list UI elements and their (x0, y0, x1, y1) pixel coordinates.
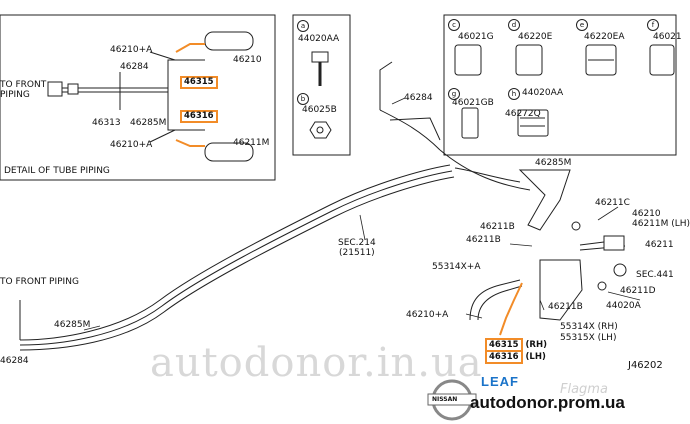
callout-circle-g: g (448, 88, 460, 100)
detail-label-46211m: 46211M (233, 138, 270, 148)
nissan-logo: NISSAN (432, 396, 458, 403)
part-46021gb: 46021GB (452, 98, 494, 108)
brand-url: autodonor.prom.ua (470, 393, 625, 412)
highlight-46316-lh: 46316 (LH) (485, 350, 546, 364)
callout-circle-c: c (448, 19, 460, 31)
label-46285m-right: 46285M (535, 158, 572, 168)
label-55314x-rh: 55314X (RH) (560, 322, 618, 332)
detail-highlight-46316: 46316 (180, 110, 218, 123)
diagram-code: J46202 (628, 360, 663, 371)
label-46210: 46210 (632, 209, 661, 219)
callout-circle-e: e (576, 19, 588, 31)
label-55314xa: 55314X+A (432, 262, 481, 272)
detail-label-46313: 46313 (92, 118, 121, 128)
label-46284-left: 46284 (0, 356, 29, 366)
label-46211b-2: 46211B (466, 235, 501, 245)
leaf-logo: LEAF (481, 374, 519, 389)
label-46284-top: 46284 (404, 93, 433, 103)
highlight-46316-box: 46316 (485, 350, 523, 364)
label-46211c: 46211C (595, 198, 630, 208)
part-44020aa-box2: 44020AA (522, 88, 564, 98)
parts-diagram: autodonor.in.ua Flagma (0, 14, 690, 421)
detail-caption: DETAIL OF TUBE PIPING (4, 166, 110, 176)
label-46211b-1: 46211B (480, 222, 515, 232)
watermark: autodonor.in.ua (150, 340, 483, 386)
detail-to-front-piping-label: TO FRONT PIPING (0, 80, 47, 100)
label-46210a: 46210+A (406, 310, 449, 320)
detail-label-46285m: 46285M (130, 118, 167, 128)
label-46211b-3: 46211B (548, 302, 583, 312)
callout-circle-f: f (647, 19, 659, 31)
part-46272q: 46272Q (505, 109, 541, 119)
label-46211m-lh: 46211M (LH) (632, 219, 690, 229)
label-46211: 46211 (645, 240, 674, 250)
callout-circle-d: d (508, 19, 520, 31)
part-46025b: 46025B (302, 105, 337, 115)
detail-label-46284: 46284 (120, 62, 149, 72)
callout-circle-h: h (508, 88, 520, 100)
label-46285m-left: 46285M (54, 320, 91, 330)
highlight-46315-suffix: (RH) (525, 340, 547, 350)
detail-label-46210a-bottom: 46210+A (110, 140, 153, 150)
part-46021g: 46021G (458, 32, 494, 42)
callout-circle-a: a (297, 20, 309, 32)
label-55315x-lh: 55315X (LH) (560, 333, 617, 343)
detail-label-46210a-top: 46210+A (110, 45, 153, 55)
highlight-46316-suffix: (LH) (525, 352, 546, 362)
detail-highlight-46315: 46315 (180, 76, 218, 89)
label-sec441: SEC.441 (636, 270, 674, 280)
label-sec214: SEC.214 (21511) (338, 238, 376, 258)
callout-circle-b: b (297, 93, 309, 105)
part-46021: 46021 (653, 32, 682, 42)
label-to-front-piping: TO FRONT PIPING (0, 277, 79, 287)
part-44020aa-box1: 44020AA (298, 34, 340, 44)
line-drawing (0, 14, 677, 421)
watermark-small: Flagma (560, 382, 608, 397)
detail-label-46210: 46210 (233, 55, 262, 65)
label-46211d: 46211D (620, 286, 656, 296)
part-46220e: 46220E (518, 32, 553, 42)
part-46220ea: 46220EA (584, 32, 625, 42)
label-44020a: 44020A (606, 301, 641, 311)
